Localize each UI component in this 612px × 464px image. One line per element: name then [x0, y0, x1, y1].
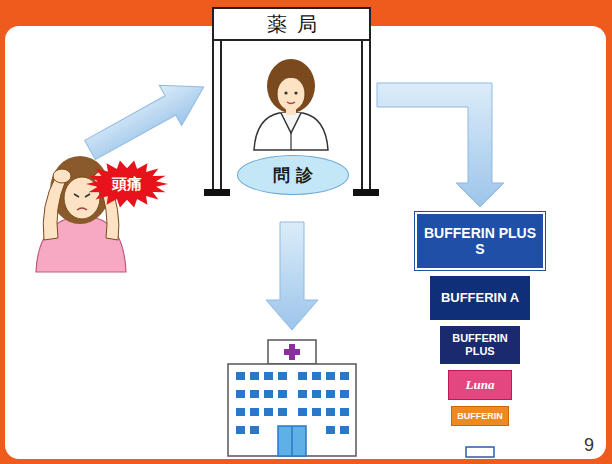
sign-text: 薬局: [212, 8, 371, 40]
headache-starburst: 頭痛: [86, 160, 168, 208]
product-name: BUFFERIN: [457, 411, 503, 421]
block-arrow: [377, 83, 504, 207]
hospital-building: [228, 340, 356, 456]
node-text: 問診: [267, 164, 319, 187]
product-name: Luna: [466, 378, 495, 393]
medicine-package: BUFFERIN: [451, 406, 509, 426]
block-arrow: [266, 222, 318, 330]
medicine-package: Luna: [448, 370, 512, 400]
page-number: 9: [584, 435, 594, 456]
product-name: BUFFERIN A: [441, 291, 519, 306]
node-text: 頭痛: [112, 175, 142, 194]
pharmacy-gate: [204, 8, 379, 196]
medicine-package: BUFFERIN PLUS S: [415, 212, 545, 270]
medicine-package: BUFFERIN A: [430, 276, 530, 320]
pharmacist-figure: [254, 59, 328, 150]
block-arrow: [79, 67, 215, 170]
pharmacy-node: 薬局問診: [212, 8, 371, 196]
consultation-ellipse: 問診: [237, 155, 349, 195]
product-name: BUFFERIN PLUS S: [421, 225, 539, 257]
product-name: BUFFERIN PLUS: [445, 332, 515, 357]
medicine-package: [466, 447, 494, 457]
medicine-package: BUFFERIN PLUS: [440, 326, 520, 364]
starburst-outline: [86, 160, 168, 207]
